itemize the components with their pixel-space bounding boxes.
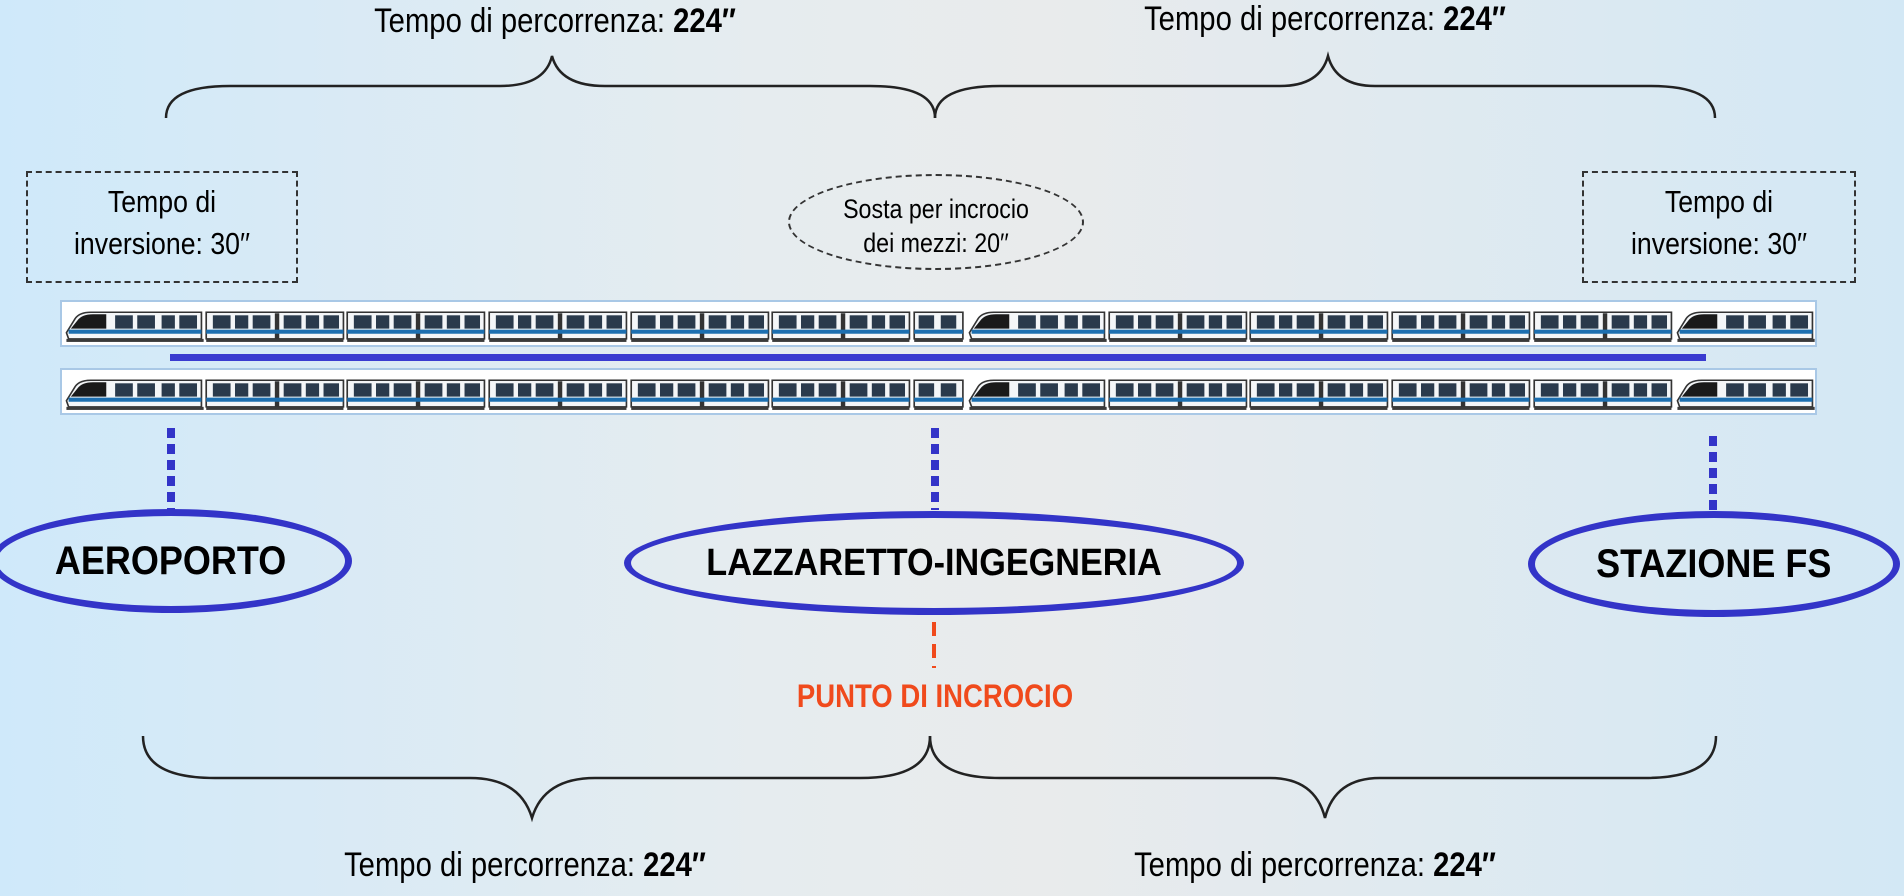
brace-top-left	[164, 55, 937, 119]
train-row-upper	[60, 300, 1817, 347]
brace-bottom-right	[928, 735, 1718, 819]
travel-time-bottom-right: Tempo di percorrenza: 224′′	[1134, 846, 1496, 884]
inversion-box-right: Tempo di inversione: 30′′	[1582, 171, 1856, 283]
train-car-icon	[1673, 302, 1815, 345]
train-car-icon	[1248, 370, 1391, 413]
train-car-icon	[1248, 302, 1391, 345]
train-car-icon	[1390, 370, 1532, 413]
train-car-icon	[911, 302, 966, 345]
track-line	[170, 354, 1706, 361]
travel-time-bottom-left: Tempo di percorrenza: 224′′	[344, 846, 706, 884]
train-row-lower	[60, 368, 1817, 415]
train-car-icon	[1390, 302, 1532, 345]
travel-time-top-left: Tempo di percorrenza: 224′′	[374, 2, 736, 40]
train-car-icon	[486, 302, 629, 345]
train-car-icon	[486, 370, 629, 413]
travel-time-top-right: Tempo di percorrenza: 224′′	[1144, 0, 1506, 38]
train-car-icon	[628, 302, 771, 345]
train-car-icon	[1531, 370, 1674, 413]
train-car-icon	[770, 370, 912, 413]
train-car-icon	[203, 370, 346, 413]
station-stazione-fs: STAZIONE FS	[1528, 511, 1900, 617]
crossing-point-label: PUNTO DI INCROCIO	[796, 678, 1074, 714]
train-car-icon	[203, 302, 346, 345]
train-car-icon	[1106, 370, 1249, 413]
brace-bottom-left	[141, 735, 932, 823]
train-car-icon	[965, 370, 1107, 413]
train-car-icon	[62, 370, 204, 413]
train-car-icon	[345, 370, 487, 413]
crossing-stop-ellipse: Sosta per incrocio dei mezzi: 20′′	[788, 174, 1084, 270]
train-car-icon	[1531, 302, 1674, 345]
train-car-icon	[628, 370, 771, 413]
train-car-icon	[1106, 302, 1249, 345]
train-car-icon	[965, 302, 1107, 345]
train-car-icon	[345, 302, 487, 345]
train-car-icon	[911, 370, 966, 413]
train-car-icon	[1673, 370, 1815, 413]
station-lazzaretto-ingegneria: LAZZARETTO-INGEGNERIA	[624, 511, 1244, 615]
brace-top-right	[933, 51, 1717, 119]
station-aeroporto: AEROPORTO	[0, 509, 352, 613]
train-car-icon	[62, 302, 204, 345]
inversion-box-left: Tempo di inversione: 30′′	[26, 171, 298, 283]
train-car-icon	[770, 302, 912, 345]
